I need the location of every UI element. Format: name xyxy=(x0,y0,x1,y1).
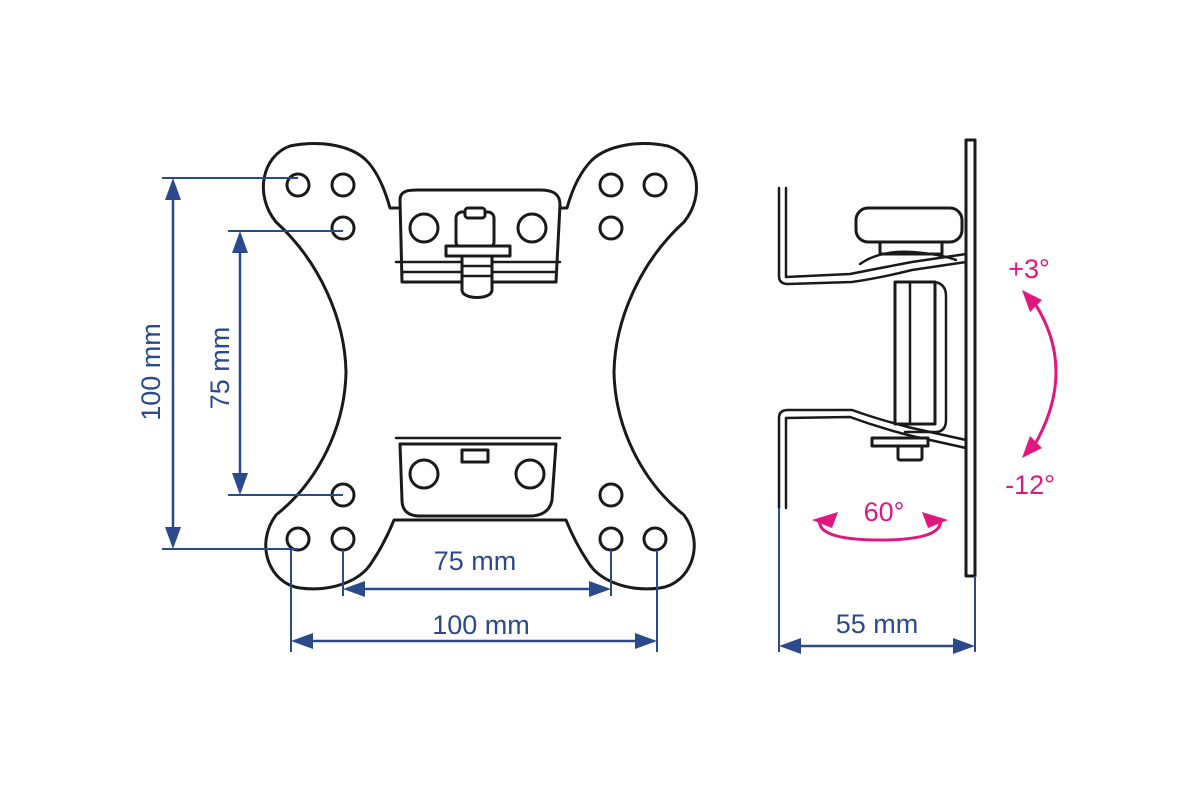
label-horizontal-75: 75 mm xyxy=(434,546,517,576)
label-vertical-100: 100 mm xyxy=(136,323,166,421)
bracket-hole-right xyxy=(516,212,548,244)
dim-vertical-100: 100 mm xyxy=(136,177,298,550)
arrow-down xyxy=(165,527,181,549)
swivel-arc: 60° xyxy=(812,497,948,542)
vesa-hole-bl-inner xyxy=(330,526,356,552)
vesa-hole-100-tl xyxy=(285,172,311,198)
vesa-hole-tr-inner xyxy=(598,172,624,198)
vesa-hole-100-br xyxy=(642,526,668,552)
vesa-hole-tl-inner xyxy=(330,172,356,198)
vesa-hole-75-tl xyxy=(330,215,356,241)
label-swivel: 60° xyxy=(864,497,905,527)
tilt-arrow-up xyxy=(1022,290,1042,312)
tilt-arrow-down xyxy=(1022,436,1042,458)
swivel-arrow-left xyxy=(812,512,838,528)
bottom-slot xyxy=(460,448,490,464)
vesa-hole-100-tr xyxy=(642,172,668,198)
label-side-55: 55 mm xyxy=(836,609,919,639)
dim-side-55: 55 mm xyxy=(778,508,976,654)
swivel-arrow-right xyxy=(922,512,948,528)
pivot-body xyxy=(893,280,937,426)
tilt-arc: +3° -12° xyxy=(1005,254,1058,500)
tension-knob xyxy=(854,206,964,244)
side-view-mount xyxy=(777,138,977,578)
vesa-hole-br-inner xyxy=(598,526,624,552)
bottom-bracket-hole-left xyxy=(408,458,440,490)
dim-horizontal-75: 75 mm xyxy=(342,546,612,597)
label-vertical-75: 75 mm xyxy=(205,327,235,410)
front-view-mount xyxy=(261,142,698,591)
tension-bolt xyxy=(444,206,512,299)
label-tilt-up: +3° xyxy=(1008,254,1050,284)
vesa-hole-75-tr xyxy=(598,215,624,241)
dim-horizontal-100: 100 mm xyxy=(290,550,658,652)
bottom-bracket xyxy=(398,442,558,518)
vesa-hole-100-bl xyxy=(285,526,311,552)
label-tilt-down: -12° xyxy=(1005,470,1055,500)
bracket-hole-left xyxy=(408,212,440,244)
arrow-up xyxy=(165,178,181,200)
upper-arm xyxy=(777,186,968,286)
label-horizontal-100: 100 mm xyxy=(432,610,530,640)
front-plate-outline xyxy=(261,142,698,591)
bottom-bolt-nut xyxy=(896,444,924,462)
wall-plate xyxy=(964,138,977,578)
vesa-hole-75-br xyxy=(598,482,624,508)
dim-vertical-75: 75 mm xyxy=(205,230,343,496)
bottom-bracket-hole-right xyxy=(514,458,546,490)
